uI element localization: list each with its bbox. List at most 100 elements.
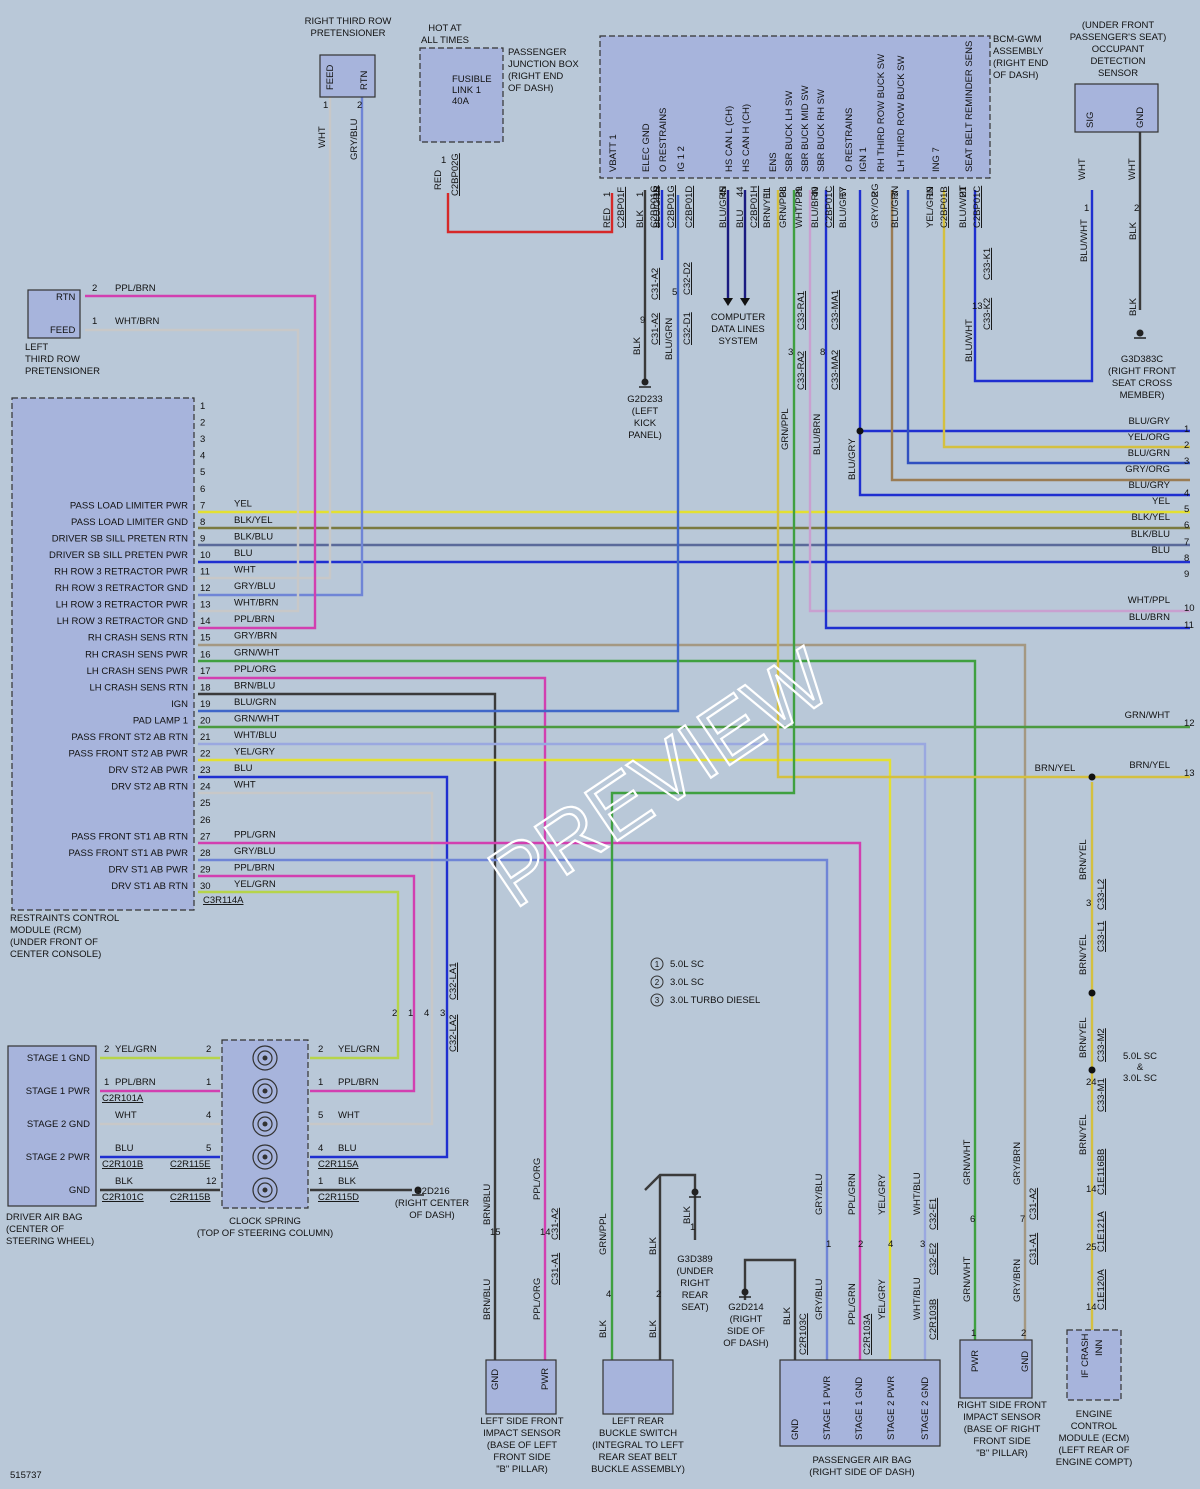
- rcm-wire-color: YEL: [234, 498, 252, 509]
- pin-number: 1: [441, 155, 446, 166]
- pin-number: 15: [490, 1227, 501, 1238]
- wire-label: BLU: [338, 1143, 357, 1154]
- connector-label: C33-L2: [1096, 879, 1107, 910]
- pjb-title: (RIGHT END: [508, 71, 563, 82]
- g3d389-title: REAR: [682, 1290, 709, 1301]
- left-buckle-title: BUCKLE ASSEMBLY): [591, 1464, 685, 1475]
- pin-number: 5: [672, 287, 677, 298]
- bcm-pin-number: 44: [735, 186, 746, 197]
- bcm-pin-number: 21: [958, 186, 969, 197]
- connector-label: C32-LA1: [448, 963, 459, 1001]
- rcm-wire-color: PPL/BRN: [234, 862, 275, 873]
- rcm-wire-color: BLK/BLU: [234, 531, 273, 542]
- left-buckle-title: (INTEGRAL TO LEFT: [592, 1440, 684, 1451]
- pin-number: 2: [206, 1044, 211, 1055]
- bcm-wire-color: BRN/YEL: [762, 187, 773, 228]
- connector-label: C33-MA2: [830, 350, 841, 390]
- stage2-pwr: STAGE 2 PWR: [886, 1376, 897, 1440]
- right-edge-wire: GRN/WHT: [1125, 710, 1171, 721]
- rcm-wire-color: GRN/WHT: [234, 647, 280, 658]
- ecm-title: (LEFT REAR OF: [1058, 1445, 1129, 1456]
- clock-spring-coil: [252, 1045, 278, 1071]
- wire-red-vbatt: [446, 193, 614, 234]
- legend-number: 2: [655, 978, 660, 987]
- legend-marker: [650, 957, 664, 971]
- rcm-pin-number: 9: [200, 533, 205, 544]
- driver-airbag-box: [7, 1045, 97, 1207]
- g3d383c-title: MEMBER): [1120, 390, 1165, 401]
- rcm-pin-label: LH ROW 3 RETRACTOR PWR: [56, 600, 188, 611]
- right-impact-box: [959, 1339, 1033, 1399]
- rcm-pin-number: 28: [200, 848, 211, 859]
- doc-id: 515737: [10, 1470, 42, 1481]
- wire-label: GRY/BLU: [349, 118, 360, 160]
- ground-icon: [741, 1288, 749, 1296]
- feed-label: FEED: [325, 65, 336, 90]
- pin-number: 4: [888, 1239, 893, 1250]
- rcm-pin-number: 15: [200, 633, 211, 644]
- right-edge-wire: YEL: [1152, 496, 1170, 507]
- rcm-pin-label: IGN: [171, 699, 188, 710]
- right-edge-number: 8: [1184, 553, 1189, 564]
- ground-icon: [1136, 329, 1144, 337]
- connector-label: C32-LA2: [448, 1015, 459, 1053]
- connector-label: C33-L1: [1096, 921, 1107, 952]
- right-impact-title: RIGHT SIDE FRONT: [957, 1400, 1047, 1411]
- wire-sbr-rh: [824, 190, 1190, 630]
- right-edge-number: 9: [1184, 569, 1189, 580]
- pass-airbag-box: [779, 1359, 941, 1447]
- g2d214-title: OF DASH): [723, 1338, 768, 1349]
- g2d214-title: SIDE OF: [727, 1326, 765, 1337]
- pin-number: 13: [972, 301, 983, 312]
- wire-label: WHT/BRN: [115, 316, 159, 327]
- bcm-pin-number: 19: [925, 186, 936, 197]
- pin-number: 1: [408, 1008, 413, 1019]
- g2d216-title: OF DASH): [409, 1210, 454, 1221]
- rcm-wire-color: WHT: [234, 780, 256, 791]
- rcm-pin-number: 3: [200, 434, 205, 445]
- rcm-pin-label: PASS LOAD LIMITER PWR: [70, 500, 188, 511]
- rcm-pin-number: 22: [200, 749, 211, 760]
- pin-number: 7: [1020, 1214, 1025, 1225]
- pjb-title: OF DASH): [508, 83, 553, 94]
- left-pret-title: PRETENSIONER: [25, 366, 100, 377]
- wire-label: YEL/GRY: [877, 1278, 888, 1320]
- wire-label: PPL/BRN: [115, 1077, 156, 1088]
- connector-label: C32-D1: [682, 312, 693, 345]
- rcm-pin-label: LH CRASH SENS PWR: [87, 666, 188, 677]
- rcm-pin-number: 20: [200, 715, 211, 726]
- right-edge-number: 11: [1184, 620, 1194, 631]
- rcm-pin-number: 11: [200, 567, 210, 578]
- wire-label: WHT: [338, 1110, 360, 1121]
- connector-label: C2R115D: [318, 1192, 359, 1203]
- left-pret-title: LEFT: [25, 342, 48, 353]
- bcm-pin-label: HS CAN L (CH): [724, 106, 735, 172]
- right-edge-wire: BLU: [1152, 545, 1171, 556]
- right-impact-title: IMPACT SENSOR: [963, 1412, 1041, 1423]
- connector-label: C2BP02G: [450, 153, 461, 196]
- clock-spring-title: CLOCK SPRING: [229, 1216, 301, 1227]
- wires-layer: [85, 95, 1190, 1360]
- bcm-pin-label: ENS: [768, 152, 779, 172]
- right-edge-number: 12: [1184, 718, 1195, 729]
- wire-label: BLK: [598, 1319, 609, 1338]
- left-impact-title: "B" PILLAR): [496, 1464, 548, 1475]
- bcm-pin-number: 38: [778, 186, 789, 197]
- rcm-pin-number: 27: [200, 831, 211, 842]
- left-buckle-title: REAR SEAT BELT: [599, 1452, 678, 1463]
- bcm-pin-label: VBATT 1: [608, 134, 619, 172]
- right-edge-number: 2: [1184, 440, 1189, 451]
- wire-sbr-lh: [610, 190, 796, 1360]
- wire-rcm-22: [198, 758, 892, 1360]
- wire-label: BLK: [632, 336, 643, 355]
- wire-label: YEL/GRN: [338, 1044, 380, 1055]
- pin-number: 2: [318, 1044, 323, 1055]
- wire-lh3: [906, 190, 1190, 465]
- gnd-label: GND: [490, 1369, 501, 1390]
- bcm-wire-color: BLU: [735, 209, 746, 228]
- pin-number: 4: [318, 1143, 323, 1154]
- wire-rcm-23: [198, 775, 449, 1159]
- wire-rcm-15: [198, 643, 1027, 1340]
- driver-airbag-title: DRIVER AIR BAG: [6, 1212, 83, 1223]
- rcm-pin-number: 29: [200, 864, 211, 875]
